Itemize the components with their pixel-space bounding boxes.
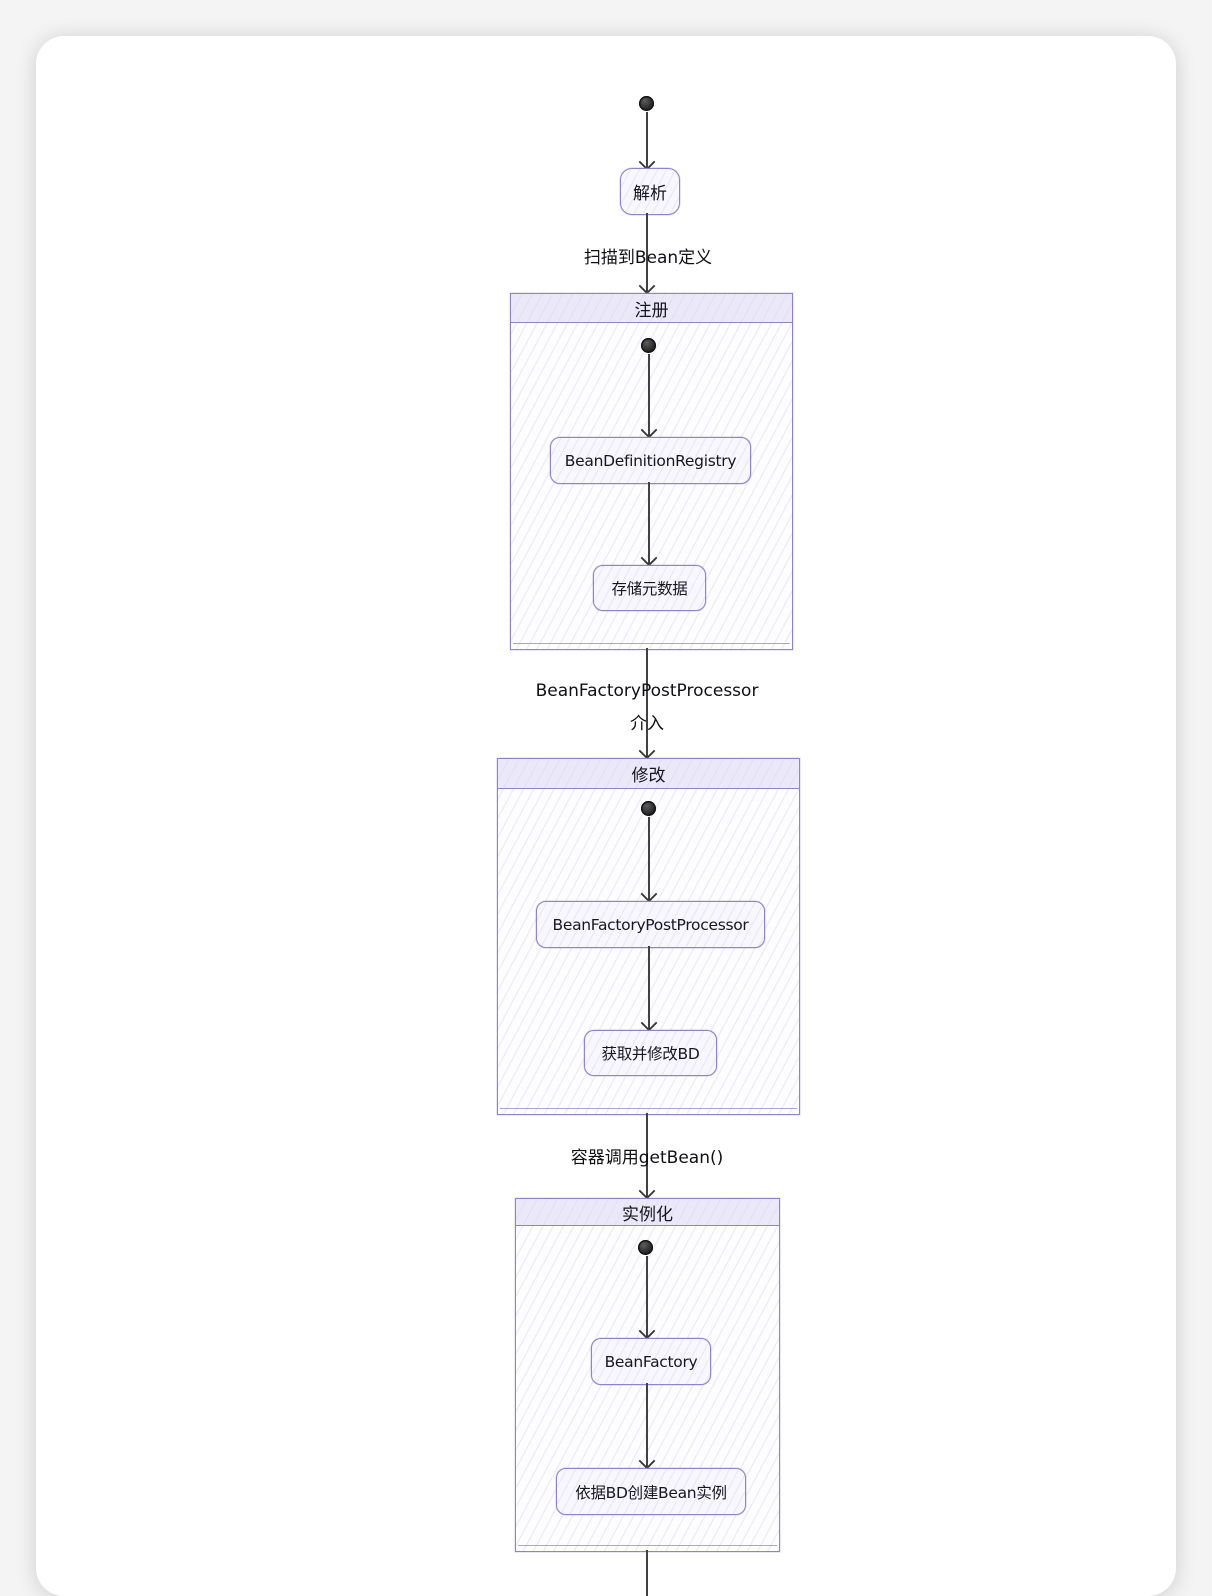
- nested-start-dot-icon: [638, 1240, 653, 1255]
- state-get-and-modify-bd: 获取并修改BD: [584, 1030, 717, 1076]
- arrowhead-down-icon: [638, 1452, 656, 1470]
- arrow-line: [646, 1383, 648, 1468]
- arrow-line: [648, 946, 650, 1030]
- state-bean-definition-registry: BeanDefinitionRegistry: [550, 437, 751, 484]
- state-label: BeanFactory: [604, 1352, 698, 1371]
- arrowhead-down-icon: [640, 885, 658, 903]
- state-parse-label: 解析: [633, 184, 667, 204]
- state-parse: 解析: [620, 168, 680, 215]
- arrowhead-down-icon: [638, 1182, 656, 1200]
- arrow-line: [646, 1256, 648, 1338]
- composite-instantiate-title: 实例化: [622, 1204, 673, 1225]
- composite-state-register: 注册 BeanDefinitionRegistry 存储元数据: [510, 293, 793, 650]
- composite-modify-header: 修改: [498, 759, 799, 789]
- arrowhead-down-icon: [638, 742, 656, 760]
- nested-start-dot-icon: [641, 801, 656, 816]
- state-create-bean-instance: 依据BD创建Bean实例: [556, 1468, 746, 1515]
- composite-state-instantiate: 实例化 BeanFactory 依据BD创建Bean实例: [515, 1198, 780, 1552]
- arrow-line: [648, 482, 650, 565]
- composite-state-modify: 修改 BeanFactoryPostProcessor 获取并修改BD: [497, 758, 800, 1115]
- arrow-line: [646, 1550, 648, 1596]
- start-state-dot-icon: [639, 96, 654, 111]
- state-bean-factory: BeanFactory: [591, 1338, 711, 1385]
- state-label: BeanFactoryPostProcessor: [552, 915, 749, 934]
- composite-register-header: 注册: [511, 294, 792, 323]
- transition-label-bfpp-line1: BeanFactoryPostProcessor: [535, 681, 759, 701]
- composite-register-title: 注册: [634, 300, 669, 321]
- arrowhead-down-icon: [638, 1322, 656, 1340]
- state-bean-factory-post-processor: BeanFactoryPostProcessor: [536, 901, 765, 948]
- arrowhead-down-icon: [640, 1014, 658, 1032]
- arrow-line: [646, 213, 648, 293]
- diagram-card: 解析 扫描到Bean定义 注册 BeanDefinitionRegistry 存…: [36, 36, 1176, 1596]
- composite-instantiate-header: 实例化: [516, 1199, 779, 1226]
- arrowhead-down-icon: [638, 277, 656, 295]
- arrow-line: [648, 817, 650, 901]
- arrowhead-down-icon: [640, 421, 658, 439]
- transition-label-bfpp-line2: 介入: [630, 714, 664, 734]
- nested-start-dot-icon: [641, 338, 656, 353]
- arrow-line: [646, 112, 648, 169]
- state-label: BeanDefinitionRegistry: [564, 451, 737, 470]
- transition-label-scan: 扫描到Bean定义: [583, 248, 713, 268]
- state-label: 存储元数据: [611, 580, 688, 598]
- state-label: 依据BD创建Bean实例: [575, 1483, 727, 1502]
- transition-label-getbean: 容器调用getBean(): [570, 1148, 724, 1168]
- composite-modify-title: 修改: [631, 766, 666, 786]
- state-label: 获取并修改BD: [601, 1045, 700, 1063]
- arrow-line: [646, 648, 648, 758]
- state-store-metadata: 存储元数据: [593, 565, 706, 611]
- arrowhead-down-icon: [640, 549, 658, 567]
- arrow-line: [648, 354, 650, 437]
- arrow-line: [646, 1113, 648, 1198]
